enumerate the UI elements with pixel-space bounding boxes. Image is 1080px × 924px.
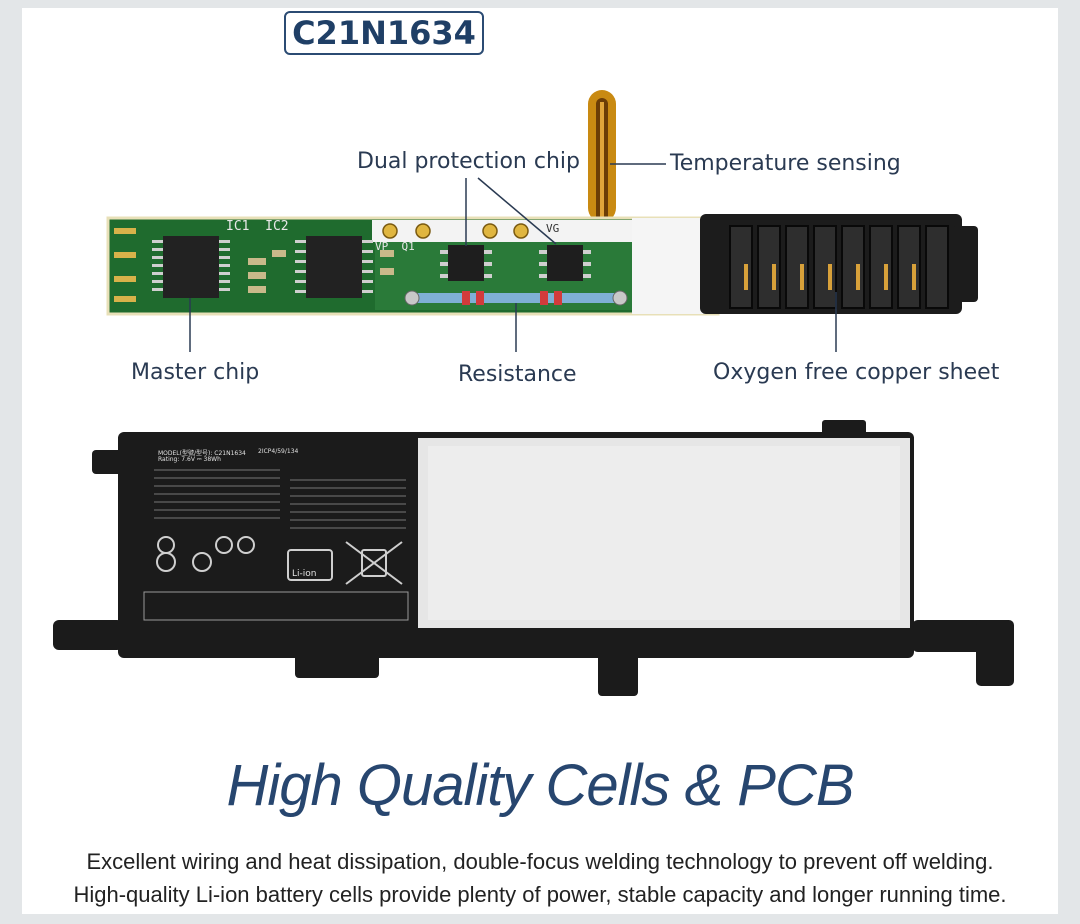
callout-temperature-sensing: Temperature sensing	[670, 151, 901, 176]
description-line-1: Excellent wiring and heat dissipation, d…	[86, 849, 994, 874]
callout-master-chip: Master chip	[131, 360, 260, 385]
callout-lines	[189, 163, 837, 352]
pcb-vp-silkscreen: VP Q1	[375, 240, 415, 253]
pcb-ic-silkscreen: IC1 IC2	[226, 219, 289, 234]
temperature-sensor-probe	[588, 90, 616, 222]
battery-model-line: MODEL(型號/型号): C21N1634	[158, 450, 246, 457]
model-code-badge: C21N1634	[284, 11, 484, 55]
master-chip	[152, 236, 230, 298]
callout-resistance: Resistance	[458, 362, 577, 387]
pcb-vg-silkscreen: VG	[546, 222, 560, 235]
li-ion-recycle-icon: Li-ion	[292, 569, 317, 579]
protection-chip-1	[440, 245, 492, 281]
battery-cell-code: 2ICP4/59/134	[258, 448, 299, 455]
headline: High Quality Cells & PCB	[226, 753, 854, 818]
pcb-board	[106, 216, 720, 316]
resistance-component	[404, 290, 628, 306]
copper-connector	[700, 214, 978, 314]
protection-chip-2	[539, 245, 591, 281]
description-line-2: High-quality Li-ion battery cells provid…	[73, 882, 1007, 907]
battery-pack	[53, 420, 1014, 696]
callout-dual-protection-chip: Dual protection chip	[357, 149, 580, 174]
callout-copper-sheet: Oxygen free copper sheet	[713, 360, 1000, 385]
battery-rating-line: Rating: 7.6V ⎓ 38Wh	[158, 456, 221, 463]
